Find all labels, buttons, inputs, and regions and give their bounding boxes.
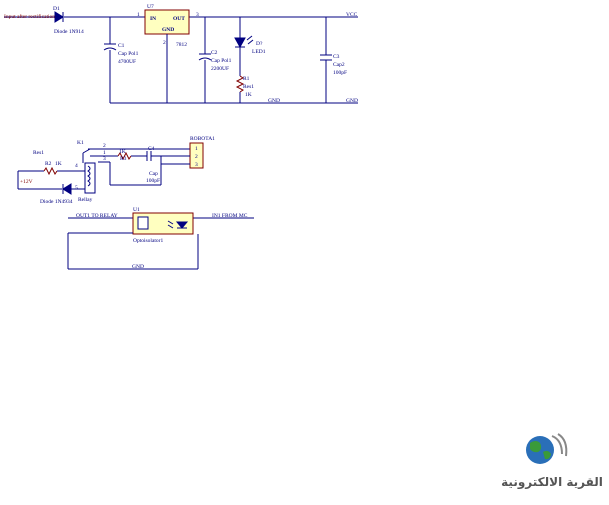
robot-pin1: 1 (195, 146, 198, 152)
k1-pin2: 2 (103, 143, 106, 149)
vcc-label: VCC (346, 12, 358, 18)
u7-value: 7812 (176, 42, 187, 48)
plus12-label: +12V (20, 179, 33, 185)
u7-out: OUT (173, 16, 185, 22)
c1-type: Cap Pol1 (118, 51, 139, 57)
capacitor-c4 (146, 151, 152, 161)
relay-label: Rellay (78, 197, 93, 203)
led-value: LED1 (252, 49, 266, 55)
c1-ref: C1 (118, 43, 125, 49)
globe-icon (526, 433, 568, 464)
r2-value: 1K (55, 161, 62, 167)
diode-d1 (54, 11, 64, 23)
k1-pin3: 3 (103, 156, 106, 162)
opto-value: Optoisolator1 (133, 238, 163, 244)
robot-pin2: 2 (195, 154, 198, 160)
c4-type: Cap (149, 171, 158, 177)
diode-d2 (62, 183, 72, 195)
robot-ref: ROBOTA1 (190, 136, 215, 142)
input-label: Input after rectification (4, 13, 55, 20)
r3-value: 1K (119, 149, 126, 155)
relay-section: K1 Rellay 2 1 3 4 5 ROBOTA1 1 2 3 (17, 136, 215, 205)
logo-text: القرية الالكترونية (501, 475, 603, 490)
u7-in: IN (150, 16, 156, 22)
k1-ref: K1 (77, 140, 84, 146)
out1-label: OUT1 TO RELAY (76, 213, 118, 219)
d1-value: Diode 1N914 (54, 29, 84, 35)
led-d7 (234, 35, 254, 49)
c2-value: 2200UF (211, 66, 229, 72)
u7-pin2: 2 (163, 40, 166, 46)
c3-type: Cap2 (333, 62, 345, 68)
gnd-label-2: GND (346, 98, 358, 104)
r3-ref: R3 (120, 156, 127, 162)
d1-ref: D1 (53, 6, 60, 12)
capacitor-c2 (198, 53, 212, 61)
resistor-r2 (43, 166, 58, 176)
led-ref: D? (256, 41, 263, 47)
resistor-r1 (235, 75, 245, 93)
c4-ref: C4 (148, 146, 155, 152)
opto-ref: U1 (133, 207, 140, 213)
c1-value: 4700UF (118, 59, 136, 65)
optoisolator-u1 (132, 212, 194, 235)
logo: القرية الالكترونية (501, 433, 603, 490)
c3-value: 100pF (333, 70, 347, 76)
r1-value: 1K (245, 92, 252, 98)
k1-pin4: 4 (75, 163, 78, 169)
r2-ref: R2 (45, 161, 52, 167)
c3-ref: C3 (333, 54, 340, 60)
k1-pin1: 1 (103, 150, 106, 156)
resistor-r3 (117, 151, 132, 161)
d2-value: Diode 1N4934 (40, 199, 73, 205)
optoisolator-section: OUT1 TO RELAY IN1 FROM MC U1 Optoisolato… (67, 207, 254, 270)
capacitor-c3 (320, 54, 332, 61)
u7-pin1: 1 (137, 12, 140, 18)
robot-pin3: 3 (195, 162, 198, 168)
res1-label: Res1 (33, 150, 44, 156)
c2-ref: C2 (211, 50, 218, 56)
gnd-label-1: GND (268, 98, 280, 104)
u7-ref: U7 (147, 4, 154, 10)
relay-k1 (84, 162, 96, 194)
u7-pin3: 3 (196, 12, 199, 18)
r1-ref: R1 (243, 76, 250, 82)
u7-gnd: GND (162, 27, 174, 33)
c4-value: 100pF (146, 178, 160, 184)
power-supply-section: D1 Diode 1N914 Input after rectification… (4, 4, 358, 104)
r1-type: Res1 (243, 84, 254, 90)
in1-label: IN1 FROM MC (212, 213, 248, 219)
capacitor-c1 (103, 43, 117, 51)
k1-pin5: 5 (75, 185, 78, 191)
regulator-u7 (144, 9, 190, 35)
gnd-opto-label: GND (132, 264, 144, 270)
c2-type: Cap Pol1 (211, 58, 232, 64)
